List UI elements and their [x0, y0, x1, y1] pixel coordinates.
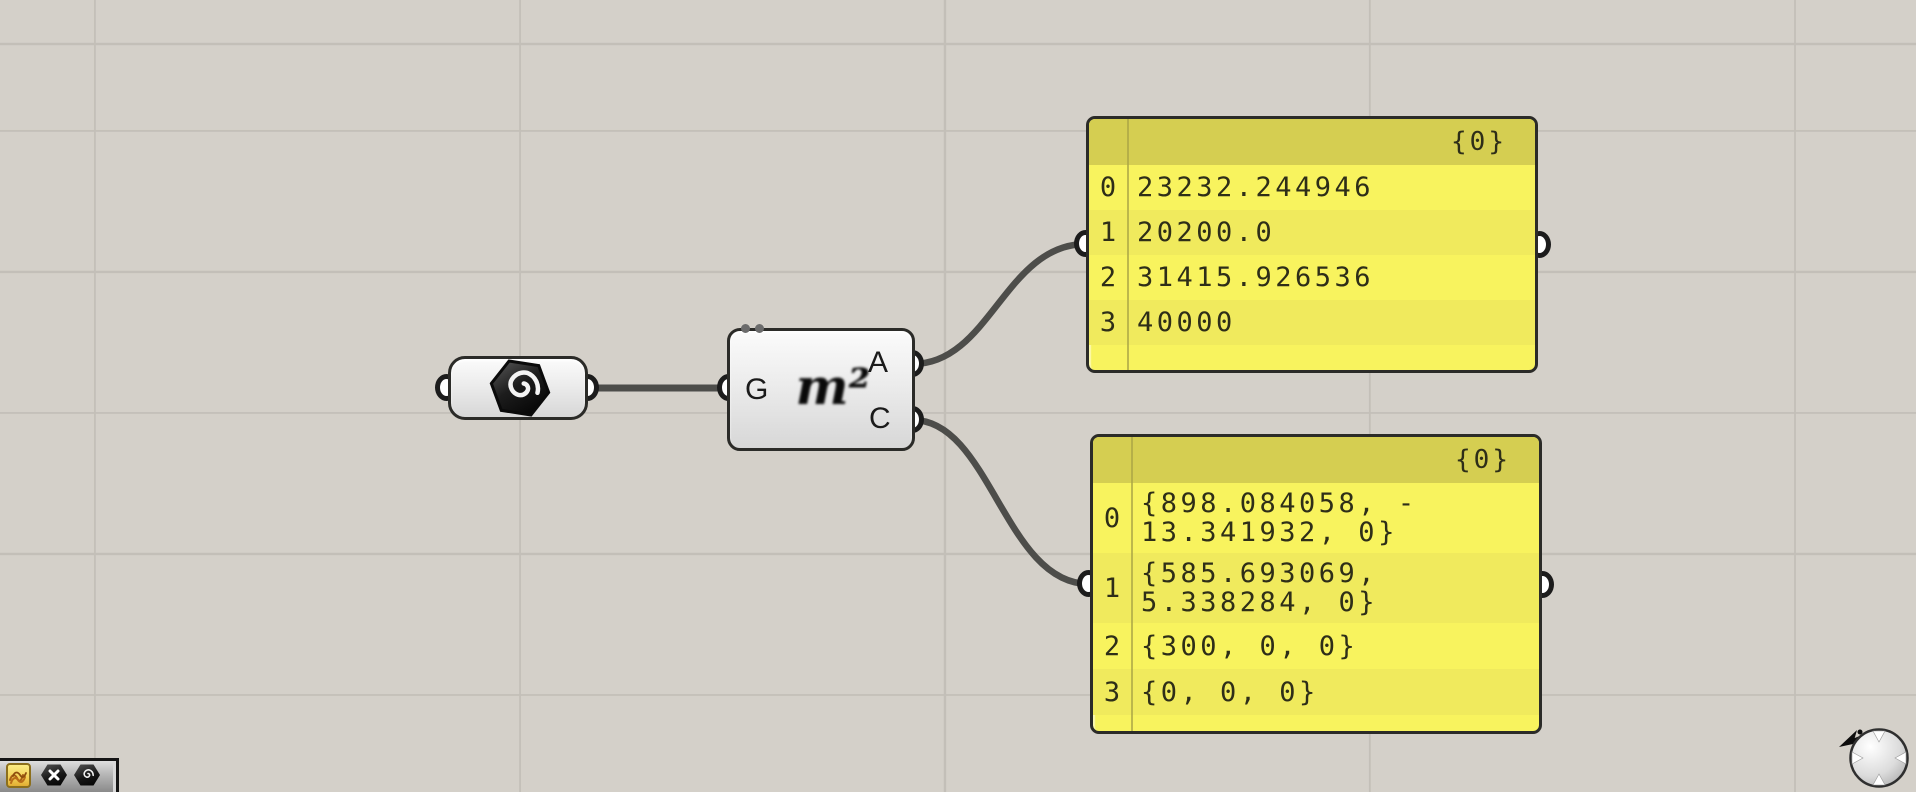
panel-row: 0 23232.244946 — [1089, 165, 1535, 210]
component-dot-icon — [741, 324, 750, 333]
area-m2-icon: m² — [795, 357, 871, 416]
row-value: 31415.926536 — [1137, 262, 1375, 293]
panel-bottom[interactable]: {0} 0 {898.084058, - 13.341932, 0} 1 {585.6… — [1090, 434, 1542, 734]
panel-row: 1 20200.0 — [1089, 210, 1535, 255]
row-index: 2 — [1099, 262, 1117, 293]
area-output-label-c: C — [869, 402, 891, 435]
row-value: {0, 0, 0} — [1141, 676, 1319, 708]
panel-top-path-label: {0} — [1451, 127, 1507, 157]
null-object-hex-icon[interactable] — [41, 764, 67, 786]
panel-row: 2 {300, 0, 0} — [1093, 623, 1539, 669]
panel-row: 0 {898.084058, - 13.341932, 0} — [1093, 483, 1539, 553]
geometry-hex-spiral-icon — [489, 359, 551, 417]
row-value: 20200.0 — [1137, 217, 1276, 248]
row-value: {585.693069, 5.338284, 0} — [1141, 558, 1379, 618]
wire-area-c-to-panel-bottom[interactable] — [909, 416, 1093, 588]
sketch-icon[interactable] — [6, 763, 31, 788]
compass-ball[interactable] — [1849, 728, 1909, 788]
row-index: 3 — [1099, 307, 1117, 338]
row-index: 2 — [1103, 630, 1121, 662]
compass-widget[interactable] — [1836, 720, 1916, 792]
row-index: 1 — [1103, 572, 1121, 604]
row-value: 40000 — [1137, 307, 1236, 338]
row-index: 3 — [1103, 676, 1121, 708]
panel-bottom-path-label: {0} — [1455, 445, 1511, 475]
component-dot-icon — [755, 324, 764, 333]
wire-area-a-to-panel-top[interactable] — [909, 240, 1090, 368]
compass-arrows-icon — [1851, 730, 1907, 786]
row-index: 1 — [1099, 217, 1117, 248]
area-component[interactable]: G A C m² — [727, 324, 915, 451]
panel-bottom-rows: 0 {898.084058, - 13.341932, 0} 1 {585.69306… — [1093, 483, 1539, 715]
panel-row: 1 {585.693069, 5.338284, 0} — [1093, 553, 1539, 623]
sketch-scribble-icon — [9, 771, 27, 784]
row-value: 23232.244946 — [1137, 172, 1375, 203]
panel-top-index-separator — [1127, 119, 1129, 370]
panel-row: 3 {0, 0, 0} — [1093, 669, 1539, 715]
geometry-hex-icon[interactable] — [74, 764, 100, 786]
canvas-toolbar — [0, 758, 119, 792]
spiral-glyph-icon — [83, 769, 94, 778]
geometry-param-component[interactable] — [448, 356, 588, 420]
panel-row: 3 40000 — [1089, 300, 1535, 345]
area-output-label-a: A — [868, 346, 889, 379]
row-index: 0 — [1099, 172, 1117, 203]
row-value: {898.084058, - 13.341932, 0} — [1141, 488, 1418, 548]
row-value: {300, 0, 0} — [1141, 630, 1359, 662]
panel-row: 2 31415.926536 — [1089, 255, 1535, 300]
panel-bottom-header: {0} — [1093, 437, 1539, 483]
panel-bottom-index-separator — [1131, 437, 1133, 731]
row-index: 0 — [1103, 502, 1121, 534]
area-input-label-g: G — [745, 373, 769, 406]
x-glyph-icon — [48, 769, 60, 781]
panel-top-header: {0} — [1089, 119, 1535, 165]
panel-top-rows: 0 23232.244946 1 20200.0 2 31415.926536 3 40000 — [1089, 165, 1535, 345]
